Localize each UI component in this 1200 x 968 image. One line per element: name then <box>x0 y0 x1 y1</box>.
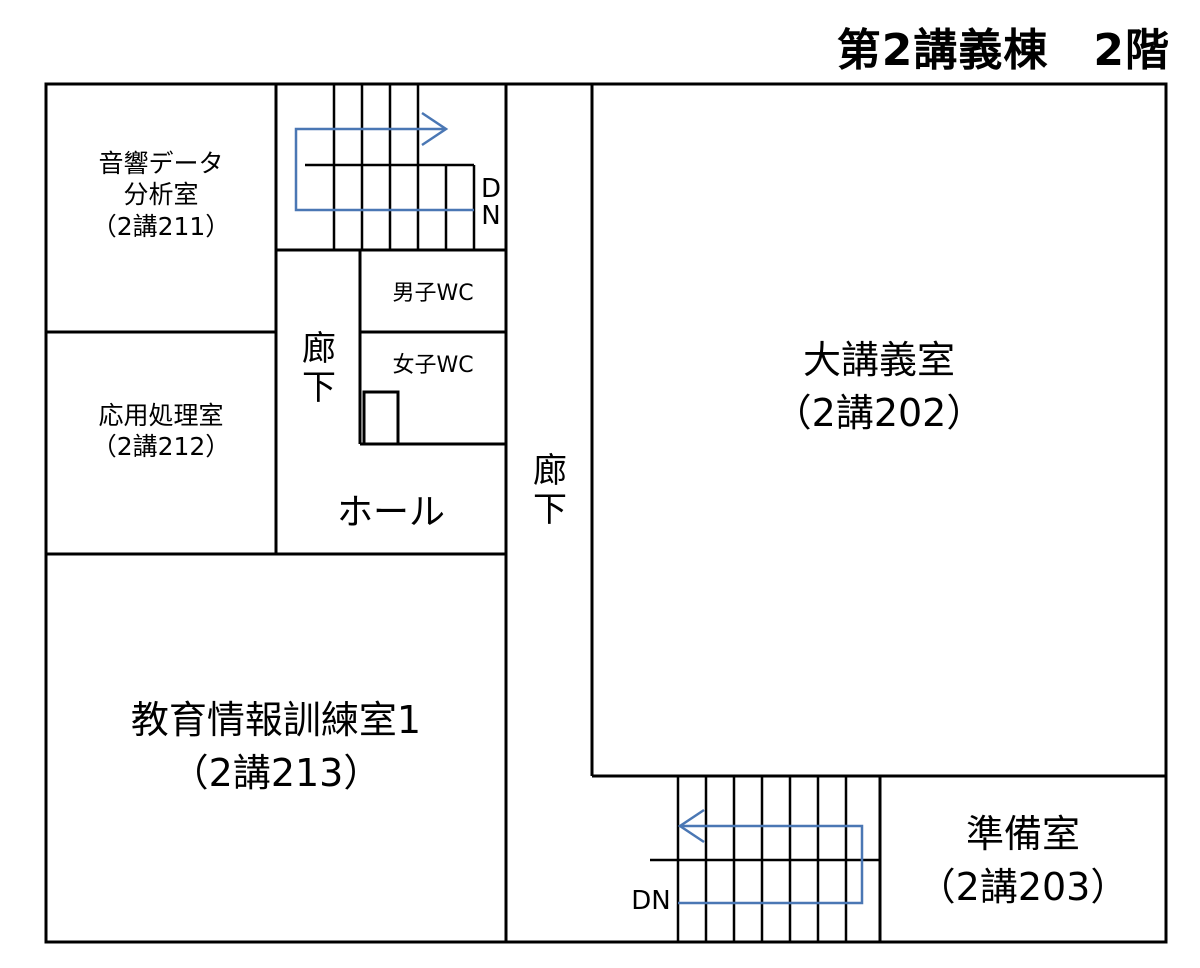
room-2-213: 教育情報訓練室1 （2講213） <box>46 694 506 800</box>
upper-stair-dn-n: N <box>481 201 501 232</box>
room-2-202-code: （2講202） <box>773 391 985 436</box>
corridor-main-char1: 廊 <box>533 451 567 491</box>
walls <box>44 82 1168 944</box>
room-2-202-name: 大講義室 <box>802 338 955 382</box>
room-2-212-name: 応用処理室 <box>98 401 224 430</box>
mens-wc: 男子WC <box>392 281 474 306</box>
room-2-213-code: （2講213） <box>170 751 382 796</box>
floor-title: 第2講義棟 2階 <box>836 25 1170 76</box>
upper-stair-dn-d: D <box>480 174 502 204</box>
corridor-upper-char1: 廊 <box>302 329 336 369</box>
hall: ホール <box>336 492 445 533</box>
room-2-211: 音響データ 分析室 （2講211） <box>46 148 276 242</box>
upper-stair-arrow <box>294 111 474 212</box>
room-2-203-name: 準備室 <box>965 812 1080 856</box>
room-2-212-code: （2講212） <box>91 432 231 462</box>
room-2-203: 準備室 （2講203） <box>880 808 1166 914</box>
womens-wc: 女子WC <box>392 353 474 378</box>
room-2-211-code: （2講211） <box>91 211 231 241</box>
room-2-211-name-line2: 分析室 <box>123 180 199 210</box>
corridor-main: 廊 下 <box>508 451 592 531</box>
corridor-upper-char2: 下 <box>302 368 336 409</box>
lower-stair-arrow <box>677 808 864 905</box>
corridor-main-char2: 下 <box>533 490 567 531</box>
wc-booth <box>362 390 400 446</box>
room-2-202: 大講義室 （2講202） <box>592 334 1166 440</box>
upper-stair-treads <box>305 84 476 250</box>
upper-stair-dn-label: D N <box>476 174 506 232</box>
corridor-upper: 廊 下 <box>278 329 360 409</box>
room-2-212: 応用処理室 （2講212） <box>46 400 276 463</box>
lower-stair-treads <box>650 776 880 942</box>
lower-stair-dn-label: DN <box>631 886 671 916</box>
room-2-203-code: （2講203） <box>917 865 1129 910</box>
outer-wall <box>44 82 1168 944</box>
room-2-213-name: 教育情報訓練室1 <box>130 698 422 742</box>
room-2-211-name-line1: 音響データ <box>98 149 224 178</box>
